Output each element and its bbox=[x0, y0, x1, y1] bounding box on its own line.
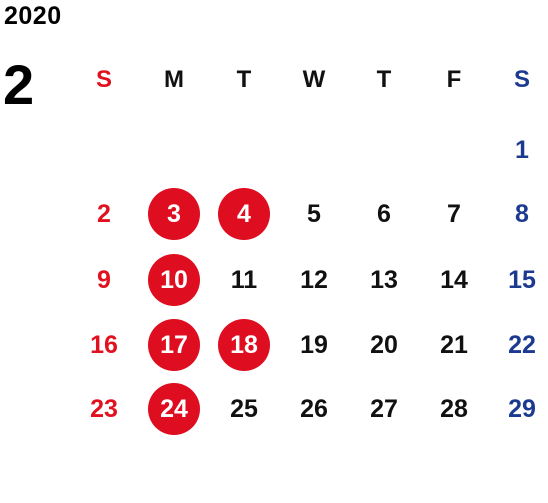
weekday-header: F bbox=[446, 66, 462, 93]
day-cell: 29 bbox=[508, 394, 536, 423]
day-cell: 5 bbox=[307, 199, 321, 228]
day-cell-highlighted: 17 bbox=[148, 319, 200, 371]
day-cell: 21 bbox=[440, 330, 468, 359]
month-label: 2 bbox=[3, 53, 35, 116]
weekday-header: S bbox=[95, 66, 112, 93]
day-cell: 22 bbox=[508, 330, 536, 359]
weekday-header: S bbox=[513, 66, 530, 93]
day-cell: 19 bbox=[300, 330, 328, 359]
weekday-header: W bbox=[302, 66, 326, 93]
day-cell: 13 bbox=[370, 265, 398, 294]
day-cell: 27 bbox=[370, 394, 398, 423]
day-cell-highlighted: 18 bbox=[218, 319, 270, 371]
weekday-header: M bbox=[164, 66, 184, 93]
day-cell: 15 bbox=[508, 265, 536, 294]
day-cell: 25 bbox=[230, 394, 258, 423]
weekday-header: T bbox=[236, 66, 252, 93]
day-cell-highlighted: 4 bbox=[218, 188, 270, 240]
day-cell: 20 bbox=[370, 330, 398, 359]
day-cell: 2 bbox=[97, 199, 111, 228]
day-cell: 12 bbox=[300, 265, 328, 294]
day-cell: 28 bbox=[440, 394, 468, 423]
day-cell: 23 bbox=[90, 394, 118, 423]
day-cell: 26 bbox=[300, 394, 328, 423]
day-cell: 11 bbox=[230, 265, 258, 294]
day-cell-highlighted: 3 bbox=[148, 188, 200, 240]
day-cell: 9 bbox=[97, 265, 111, 294]
day-cell: 16 bbox=[90, 330, 118, 359]
day-cell: 1 bbox=[515, 135, 529, 164]
year-label: 2020 bbox=[4, 2, 62, 30]
weekday-header: T bbox=[376, 66, 392, 93]
day-cell: 14 bbox=[440, 265, 468, 294]
day-cell-highlighted: 24 bbox=[148, 383, 200, 435]
day-cell: 6 bbox=[377, 199, 391, 228]
day-cell: 7 bbox=[447, 199, 461, 228]
day-cell-highlighted: 10 bbox=[148, 254, 200, 306]
day-cell: 8 bbox=[515, 199, 529, 228]
